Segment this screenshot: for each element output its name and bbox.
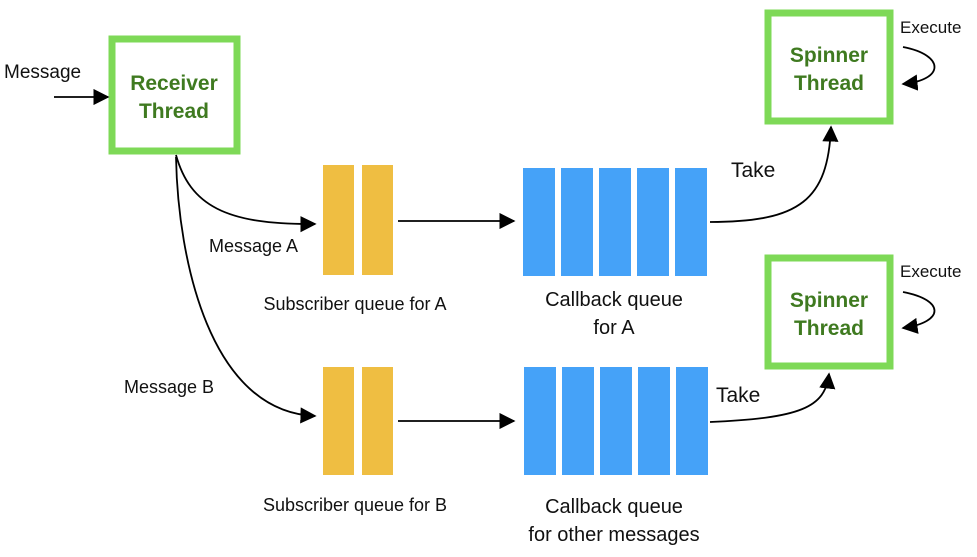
message-a-label: Message A: [209, 236, 298, 256]
spinner-thread-a-node: Spinner Thread: [764, 9, 894, 125]
subscriber-queue-a-slot: [362, 165, 393, 275]
take-a-arrow: [709, 125, 839, 223]
subscriber-queue-b-slot: [362, 367, 393, 475]
subscriber-queue-b-slot: [323, 367, 354, 475]
execute-a-label: Execute: [900, 18, 961, 37]
message-b-arrow: [175, 156, 317, 424]
execute-b-label: Execute: [900, 262, 961, 281]
spinner-thread-b-box: [764, 254, 894, 370]
receiver-thread-box: [108, 35, 241, 155]
spinner-thread-a-box: [764, 9, 894, 125]
callback-queue-b-slot: [638, 367, 670, 475]
edges: [54, 46, 936, 430]
message-in-label: Message: [4, 62, 81, 83]
subscriber-queue-a: [323, 165, 393, 275]
spinner-thread-b-label-line2: Thread: [794, 317, 864, 340]
callback-queue-a-slot: [561, 168, 593, 276]
spinner-thread-a-label-line1: Spinner: [790, 44, 868, 67]
callback-queue-b-label-line1: Callback queue: [545, 496, 683, 518]
receiver-thread-label-line2: Thread: [139, 100, 209, 123]
subscriber-queue-a-slot: [323, 165, 354, 275]
receiver-thread-node: Receiver Thread: [108, 35, 241, 155]
spinner-thread-a-label-line2: Thread: [794, 72, 864, 95]
take-b-label: Take: [716, 384, 760, 407]
take-a-label: Take: [731, 159, 775, 182]
spinner-thread-b-node: Spinner Thread: [764, 254, 894, 370]
callback-queue-b-slot: [676, 367, 708, 475]
callback-queue-b-label-line2: for other messages: [528, 524, 699, 546]
callback-queue-b-slot: [562, 367, 594, 475]
take-b-arrow: [709, 372, 836, 423]
callback-queue-a-slot: [523, 168, 555, 276]
message-a-arrow: [175, 154, 317, 233]
subscriber-queue-a-label: Subscriber queue for A: [263, 294, 446, 314]
message-b-label: Message B: [124, 377, 214, 397]
spinner-thread-b-label-line1: Spinner: [790, 289, 868, 312]
callback-queue-a-slot: [675, 168, 707, 276]
callback-queue-a: [523, 168, 707, 276]
callback-queue-b-slot: [600, 367, 632, 475]
callback-queue-b: [524, 367, 708, 475]
callback-queue-a-label-line2: for A: [593, 317, 635, 339]
execute-b-loop-arrow: [901, 291, 936, 334]
subscriber-queue-b: [323, 367, 393, 475]
callback-queue-b-slot: [524, 367, 556, 475]
execute-a-loop-arrow: [901, 46, 936, 91]
callback-queue-a-slot: [599, 168, 631, 276]
subscriber-queue-b-label: Subscriber queue for B: [263, 495, 447, 515]
callback-queue-a-label-line1: Callback queue: [545, 289, 683, 311]
receiver-thread-label-line1: Receiver: [130, 72, 218, 95]
callback-queue-a-slot: [637, 168, 669, 276]
